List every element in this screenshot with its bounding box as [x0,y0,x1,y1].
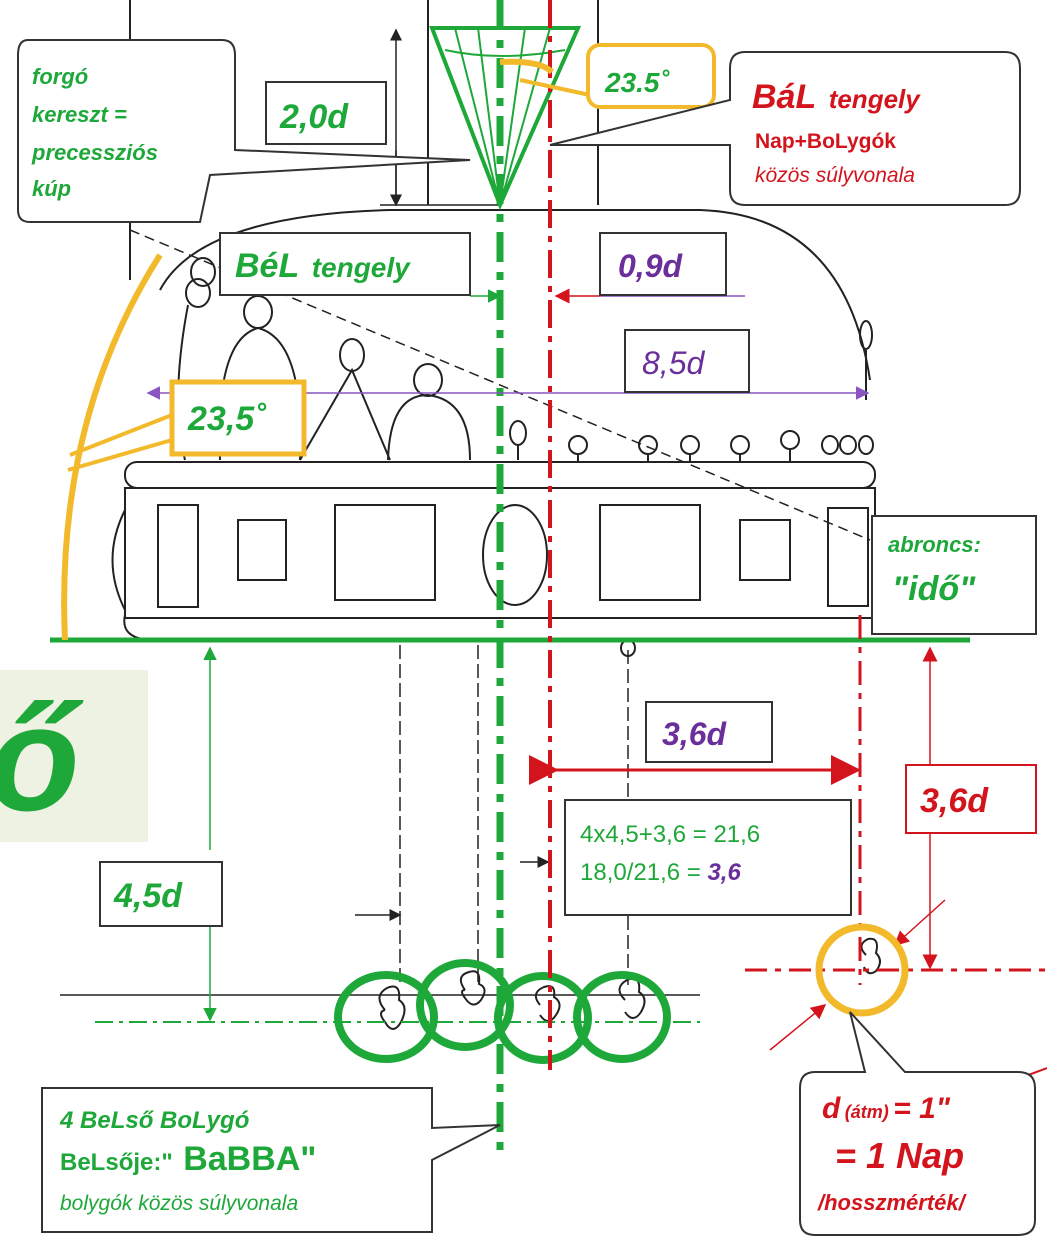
dim-45d-box: 4,5d [99,861,223,927]
svg-text:18,0/21,6 = 3,6: 18,0/21,6 = 3,6 [580,859,741,886]
inner-planet-rings [334,959,671,1064]
d-line-1a: d [822,1092,841,1125]
inner-planets-callout: 4 BeLső BoLygó BeLsője:" BaBBA" bolygók … [41,1087,501,1233]
dim-2d-label: 2,0d [279,98,349,136]
forgo-line-3: precessziós [31,140,158,165]
forgo-line-4: kúp [32,176,71,201]
dim-36d-right-label: 3,6d [920,782,989,820]
inner-line-3: bolygók közös súlyvonala [60,1192,298,1215]
angle-top-box: 23.5˚ [586,43,716,109]
bal-tengely-callout: BáL tengely Nap+BoLygók közös súlyvonala [549,51,1021,206]
dim-85d-label: 8,5d [642,345,705,381]
bel-title-suffix: tengely [312,252,411,283]
bal-sub-1: Nap+BoLygók [755,130,896,153]
dim-2d-box: 2,0d [265,81,387,145]
svg-text:d (átm) = 1": d (átm) = 1" [822,1092,951,1125]
dim-09d-label: 0,9d [618,248,683,284]
angle-top-label: 23.5˚ [604,67,670,98]
d-line-2: = 1 Nap [835,1135,964,1176]
forgo-line-2: kereszt = [32,102,127,127]
angle-left-box: 23,5˚ [169,379,307,457]
abroncs-line-2: "idő" [892,570,976,608]
d-atm-callout: d (átm) = 1" = 1 Nap /hosszmérték/ [799,1011,1036,1236]
bal-title-suffix: tengely [829,84,922,114]
bel-title: BéL [235,247,299,285]
bel-axis [50,0,970,1150]
inner-line-2b: BaBBA" [183,1140,316,1178]
big-letter-box: ő [0,670,148,842]
planet-figures [378,937,881,1030]
dim-36d-right-box: 3,6d [905,764,1037,834]
bal-sub-2: közös súlyvonala [755,164,915,187]
svg-text:BéL tengely: BéL tengely [235,247,411,285]
d-line-1c: = 1" [893,1092,951,1125]
big-letter: ő [0,674,84,842]
calc-line-2-val: 3,6 [707,859,741,886]
inner-line-2a: BeLsője:" [60,1149,173,1176]
forgo-kereszt-callout: forgó kereszt = precessziós kúp [17,39,471,223]
dim-36d-mid-box: 3,6d [645,701,773,763]
abroncs-line-1: abroncs: [888,532,981,557]
calc-line-1: 4x4,5+3,6 = 21,6 [580,821,760,848]
calc-box: 4x4,5+3,6 = 21,6 18,0/21,6 = 3,6 [564,799,852,916]
d-line-3: /hosszmérték/ [817,1190,968,1215]
svg-text:BeLsője:" BaBBA": BeLsője:" BaBBA" [60,1140,316,1178]
inner-line-1: 4 BeLső BoLygó [59,1107,249,1134]
calc-line-2-pre: 18,0/21,6 = [580,859,707,886]
abroncs-box: abroncs: "idő" [871,515,1037,635]
forgo-line-1: forgó [32,64,88,89]
dim-85d-box: 8,5d [624,329,750,393]
dim-36d-mid-label: 3,6d [662,716,727,752]
dim-09d-box: 0,9d [599,232,727,296]
dim-45d-label: 4,5d [113,877,183,915]
angle-left-label: 23,5˚ [187,400,267,438]
d-line-1b: (átm) [845,1102,889,1122]
bel-tengely-box: BéL tengely [219,232,471,296]
yellow-elements [61,58,909,1017]
svg-text:BáL tengely: BáL tengely [752,78,921,116]
bal-title: BáL [752,78,816,116]
